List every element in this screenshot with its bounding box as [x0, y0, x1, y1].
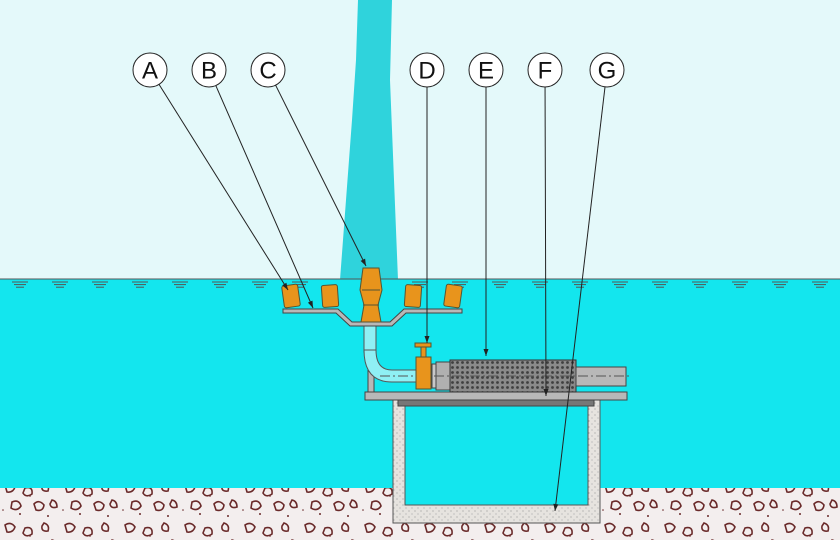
leader-line	[158, 84, 289, 291]
support-plate-under	[397, 399, 595, 407]
callout-circle	[132, 52, 168, 88]
water-level-marks	[12, 281, 828, 288]
callout-circle	[250, 52, 286, 88]
callout-c: C	[250, 52, 367, 267]
sky	[0, 0, 840, 280]
arrowhead	[282, 282, 288, 290]
arrowhead	[424, 336, 430, 343]
concrete-pit	[392, 399, 601, 524]
valve	[414, 342, 432, 390]
callout-labels: A B C D E F G	[132, 52, 625, 512]
nozzle-1	[281, 283, 301, 309]
water-jet	[340, 0, 398, 280]
submersible-pump	[380, 359, 630, 393]
center-nozzle	[359, 267, 383, 323]
callout-e: E	[468, 52, 504, 356]
callout-letter: C	[259, 58, 276, 85]
callout-letter: D	[418, 58, 435, 85]
callout-circle	[589, 52, 625, 88]
callout-letter: A	[142, 58, 158, 85]
leader-line	[544, 86, 547, 397]
callout-f: F	[527, 52, 563, 397]
arrowhead	[543, 388, 549, 396]
arrowhead	[483, 349, 489, 356]
callout-circle	[409, 52, 445, 88]
callout-letter: E	[478, 58, 494, 85]
nozzle-4	[403, 284, 423, 308]
callout-circle	[527, 52, 563, 88]
callout-circle	[191, 52, 227, 88]
leader-line	[275, 84, 367, 267]
riser-pipe	[363, 321, 421, 383]
nozzle-5	[443, 283, 463, 309]
callout-g: G	[553, 52, 625, 512]
callout-circle	[468, 52, 504, 88]
leader-line	[215, 85, 314, 309]
callout-a: A	[132, 52, 289, 291]
callout-letter: B	[201, 58, 217, 85]
callout-letter: F	[538, 58, 553, 85]
nozzle-2	[320, 284, 340, 308]
leader-line	[554, 86, 606, 512]
callout-letter: G	[598, 58, 617, 85]
arrowhead	[553, 503, 559, 511]
support-plate	[364, 391, 628, 401]
manifold-pipe	[282, 308, 463, 327]
callout-b: B	[191, 52, 314, 309]
arrowhead	[360, 258, 366, 266]
arrowhead	[307, 300, 313, 308]
callout-d: D	[409, 52, 445, 343]
